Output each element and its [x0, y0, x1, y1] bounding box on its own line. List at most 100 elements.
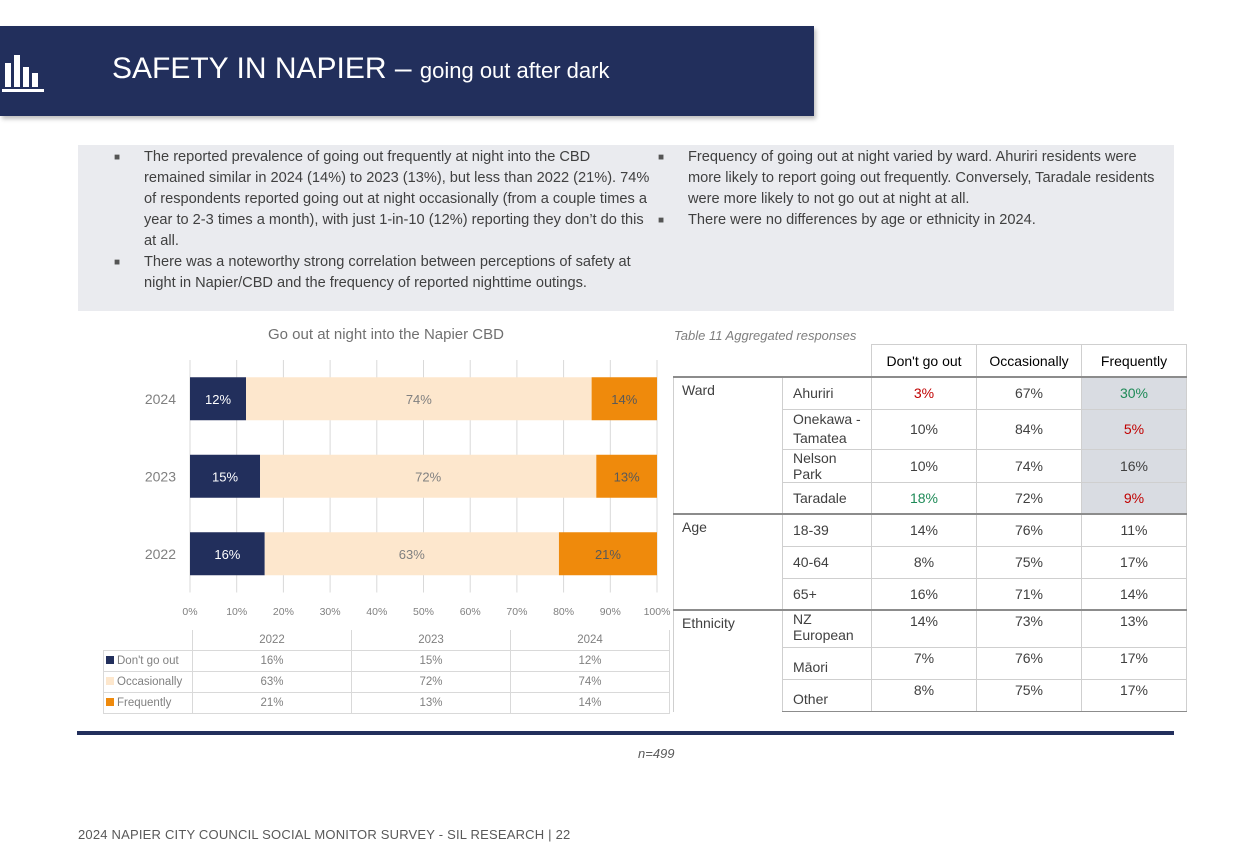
- row-label: Ahuriri: [782, 376, 872, 410]
- table-row: 65+ 16% 71% 14%: [674, 577, 1187, 611]
- legend-swatch: [106, 698, 114, 706]
- table-cell: 75%: [976, 679, 1082, 712]
- x-tick-label: 70%: [506, 606, 527, 618]
- data-label: 21%: [595, 547, 621, 562]
- table-cell: 8%: [871, 679, 977, 712]
- bar-segment: [190, 377, 247, 421]
- bullet-icon: ■: [114, 152, 121, 163]
- table-cell: 84%: [976, 408, 1082, 450]
- summary-point-text: Frequency of going out at night varied b…: [688, 149, 1155, 207]
- legend-swatch: [106, 656, 114, 664]
- chart-table-cell: 21%: [192, 692, 352, 714]
- page-title: SAFETY IN NAPIER – going out after dark: [112, 52, 609, 86]
- table-cell: 14%: [1081, 577, 1187, 611]
- group-label: Ethnicity: [673, 609, 783, 712]
- table-cell: 71%: [976, 577, 1082, 611]
- sample-size-note: n=499: [638, 746, 675, 761]
- legend-label: Frequently: [117, 697, 172, 709]
- data-label: 14%: [611, 392, 637, 407]
- column-header: Occasionally: [976, 344, 1082, 378]
- x-tick-label: 90%: [600, 606, 621, 618]
- x-tick-label: 40%: [366, 606, 387, 618]
- table-cell: 11%: [1081, 513, 1187, 547]
- page-title-main: SAFETY IN NAPIER: [112, 52, 387, 85]
- page-title-dash: –: [386, 52, 420, 85]
- data-label: 15%: [212, 469, 238, 484]
- table-cell: 76%: [976, 513, 1082, 547]
- page-title-sub: going out after dark: [419, 58, 610, 83]
- bar-segment: [596, 454, 657, 498]
- footer-divider: [77, 731, 1174, 735]
- table-cell: 76%: [976, 647, 1082, 680]
- bullet-icon: ■: [114, 257, 121, 268]
- data-label: 13%: [614, 469, 640, 484]
- table-cell: 17%: [1081, 647, 1187, 680]
- table-cell: 67%: [976, 376, 1082, 410]
- legend-label: Occasionally: [117, 676, 183, 688]
- chart-table-year: 2024: [510, 630, 670, 651]
- group-label: Age: [673, 513, 783, 610]
- table-cell: 3%: [871, 376, 977, 410]
- summary-right-column: ■ Frequency of going out at night varied …: [658, 147, 1158, 231]
- row-label: Other: [782, 679, 872, 712]
- chart-table-cell: 72%: [351, 671, 511, 693]
- table-cell: 8%: [871, 545, 977, 579]
- chart-table-row: Frequently 21% 13% 14%: [103, 692, 670, 714]
- chart-table-row: Don't go out 16% 15% 12%: [103, 650, 670, 672]
- chart-table-cell: 63%: [192, 671, 352, 693]
- table-cell: 13%: [1081, 609, 1187, 648]
- summary-point: ■ Frequency of going out at night varied …: [658, 147, 1158, 210]
- bullet-icon: ■: [658, 152, 665, 163]
- chart-table-header-row: 2022 2023 2024: [104, 630, 670, 651]
- table-row: Ward Ahuriri 3% 67% 30%: [673, 376, 1187, 514]
- category-label: 2022: [145, 546, 176, 562]
- row-label: 65+: [782, 577, 872, 611]
- x-tick-label: 80%: [553, 606, 574, 618]
- legend-label: Don't go out: [117, 655, 179, 667]
- chart-table-cell: 13%: [351, 692, 511, 714]
- chart-table-cell: 16%: [192, 650, 352, 672]
- table-row: Taradale 18% 72% 9%: [674, 481, 1187, 515]
- table-row: Age 18-39 14% 76% 11%: [673, 513, 1187, 610]
- table-cell: 74%: [976, 448, 1082, 483]
- bar-segment: [264, 532, 559, 576]
- row-label: Taradale: [782, 481, 872, 515]
- bar-segment: [246, 377, 592, 421]
- row-label: Onekawa - Tamatea: [782, 408, 872, 450]
- data-label: 72%: [415, 469, 441, 484]
- legend-entry: Frequently: [103, 692, 193, 714]
- chart-title: Go out at night into the Napier CBD: [268, 326, 504, 343]
- x-tick-label: 30%: [320, 606, 341, 618]
- table-cell: 10%: [871, 408, 977, 450]
- summary-left-column: ■ The reported prevalence of going out fr…: [114, 147, 654, 294]
- chart-table-cell: 15%: [351, 650, 511, 672]
- x-tick-label: 10%: [226, 606, 247, 618]
- table-cell: 18%: [871, 481, 977, 515]
- x-tick-label: 60%: [460, 606, 481, 618]
- table-cell: 9%: [1081, 481, 1187, 515]
- chart-table-cell: 74%: [510, 671, 670, 693]
- x-tick-label: 0%: [182, 606, 197, 618]
- bar-segment: [190, 532, 265, 576]
- table-cell: 5%: [1081, 408, 1187, 450]
- chart-table-row: Occasionally 63% 72% 74%: [103, 671, 670, 693]
- table-row: Other 8% 75% 17%: [674, 679, 1187, 712]
- row-label: NZ European: [782, 609, 872, 648]
- legend-entry: Don't go out: [103, 650, 193, 672]
- bar-segment: [260, 454, 597, 498]
- data-label: 12%: [205, 392, 231, 407]
- bullet-icon: ■: [658, 215, 665, 226]
- table-cell: 10%: [871, 448, 977, 483]
- summary-point-text: There was a noteworthy strong correlatio…: [144, 254, 631, 291]
- x-tick-label: 20%: [273, 606, 294, 618]
- data-label: 63%: [399, 547, 425, 562]
- table-row: Māori 7% 76% 17%: [674, 647, 1187, 680]
- bar-segment: [190, 454, 261, 498]
- summary-point-text: The reported prevalence of going out fre…: [144, 149, 650, 249]
- table-cell: 14%: [871, 513, 977, 547]
- bar-segment: [591, 377, 657, 421]
- row-label: 40-64: [782, 545, 872, 579]
- summary-panel: ■ The reported prevalence of going out fr…: [78, 145, 1174, 311]
- table-cell: 17%: [1081, 679, 1187, 712]
- data-label: 16%: [214, 547, 240, 562]
